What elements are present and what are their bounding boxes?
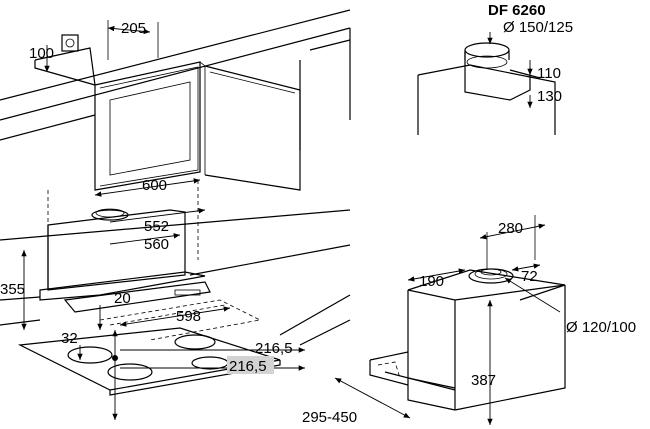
label-diameter-120-100: Ø 120/100 bbox=[566, 319, 636, 336]
label-100: 100 bbox=[29, 45, 54, 62]
dim-100: 100 bbox=[29, 45, 54, 72]
dim-20: 20 bbox=[97, 290, 131, 330]
label-110: 110 bbox=[537, 65, 561, 82]
wall-cabinets bbox=[0, 9, 351, 191]
dim-552-560: 552 560 bbox=[109, 208, 206, 253]
hood-left bbox=[0, 208, 351, 341]
model-name: DF 6260 bbox=[488, 2, 546, 19]
label-216-5-a: 216,5 bbox=[255, 340, 293, 357]
dim-280: 280 bbox=[479, 215, 546, 270]
dim-120-100: Ø 120/100 bbox=[504, 277, 636, 336]
label-600: 600 bbox=[142, 177, 167, 194]
dim-355: 355 bbox=[0, 250, 27, 330]
label-552: 552 bbox=[144, 218, 169, 235]
label-387: 387 bbox=[471, 372, 496, 389]
df6260-detail: DF 6260 Ø 150/125 110 130 bbox=[417, 2, 573, 135]
label-216-5-b: 216,5 bbox=[229, 358, 267, 375]
dim-72: 72 bbox=[511, 263, 541, 285]
dim-387: 387 bbox=[471, 300, 496, 425]
hob bbox=[17, 327, 281, 396]
label-560: 560 bbox=[144, 236, 169, 253]
power-socket-icon bbox=[61, 34, 79, 52]
dim-205: 205 bbox=[107, 20, 159, 60]
dim-190: 190 bbox=[407, 268, 466, 290]
hood-right bbox=[369, 268, 566, 411]
label-20: 20 bbox=[114, 290, 131, 307]
label-598: 598 bbox=[176, 308, 201, 325]
dim-600: 600 bbox=[94, 177, 201, 197]
dim-32: 32 bbox=[61, 330, 83, 360]
highlight-box bbox=[227, 356, 274, 374]
label-355: 355 bbox=[0, 281, 25, 298]
label-205: 205 bbox=[121, 20, 146, 37]
dim-216-5: 216,5 216,5 bbox=[120, 340, 305, 375]
label-295-450: 295-450 bbox=[302, 409, 357, 426]
label-72: 72 bbox=[521, 268, 538, 285]
label-190: 190 bbox=[419, 273, 444, 290]
label-280: 280 bbox=[498, 220, 523, 237]
label-diameter-150-125: Ø 150/125 bbox=[503, 19, 573, 36]
label-130: 130 bbox=[537, 88, 562, 105]
label-32: 32 bbox=[61, 330, 78, 347]
dim-295-450: 295-450 bbox=[302, 377, 411, 426]
dim-598: 598 bbox=[119, 306, 231, 327]
